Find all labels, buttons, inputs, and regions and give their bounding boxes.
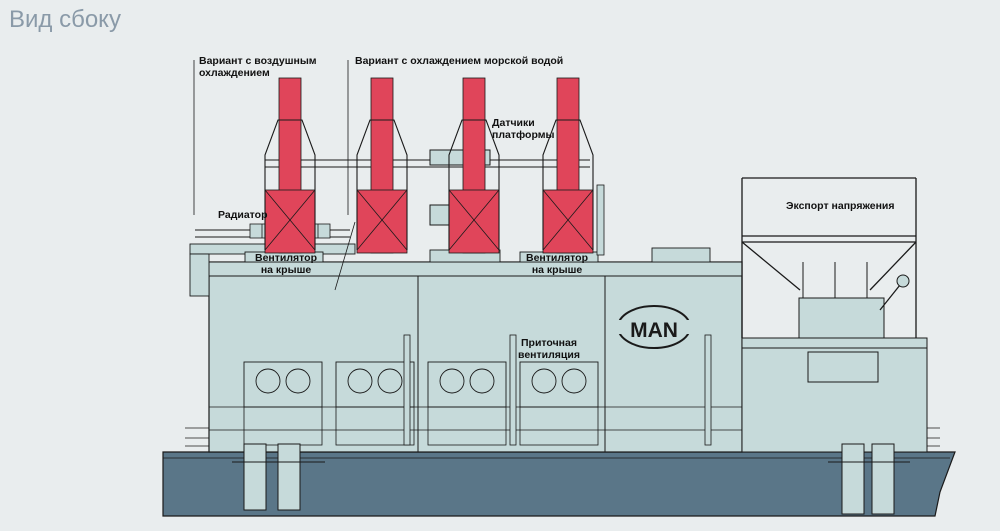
label-radiator: Радиатор [218, 209, 268, 221]
label-platform-sensors: Датчики платформы [492, 117, 555, 141]
label-sea-cooling: Вариант с охлаждением морской водой [355, 55, 564, 67]
leader-lines [193, 60, 356, 291]
ventilation-unit-4 [519, 361, 599, 408]
label-roof-fan-2: Вентилятор на крыше [526, 252, 588, 276]
main-building [208, 261, 743, 453]
ventilation-unit-3 [427, 361, 507, 408]
exhaust-stack-4 [542, 77, 594, 254]
page-title: Вид сбоку [9, 6, 121, 33]
label-supply-ventilation: Приточная вентиляция [518, 337, 580, 361]
label-roof-fan-1: Вентилятор на крыше [255, 252, 317, 276]
mooring-leg-right [828, 443, 910, 515]
man-logo-text: MAN [630, 319, 678, 342]
insulators [802, 262, 868, 298]
exhaust-stack-3 [448, 77, 500, 254]
label-export: Экспорт напряжения [786, 200, 895, 212]
export-frame [741, 177, 917, 338]
label-air-cooling: Вариант с воздушным охлаждением [199, 55, 317, 79]
exhaust-stack-1 [264, 77, 316, 254]
export-section [741, 297, 928, 453]
ventilation-unit-1 [243, 361, 323, 408]
mooring-leg-left [232, 443, 325, 511]
exhaust-stack-2 [356, 77, 408, 254]
man-logo [616, 305, 692, 349]
ventilation-unit-2 [335, 361, 415, 408]
